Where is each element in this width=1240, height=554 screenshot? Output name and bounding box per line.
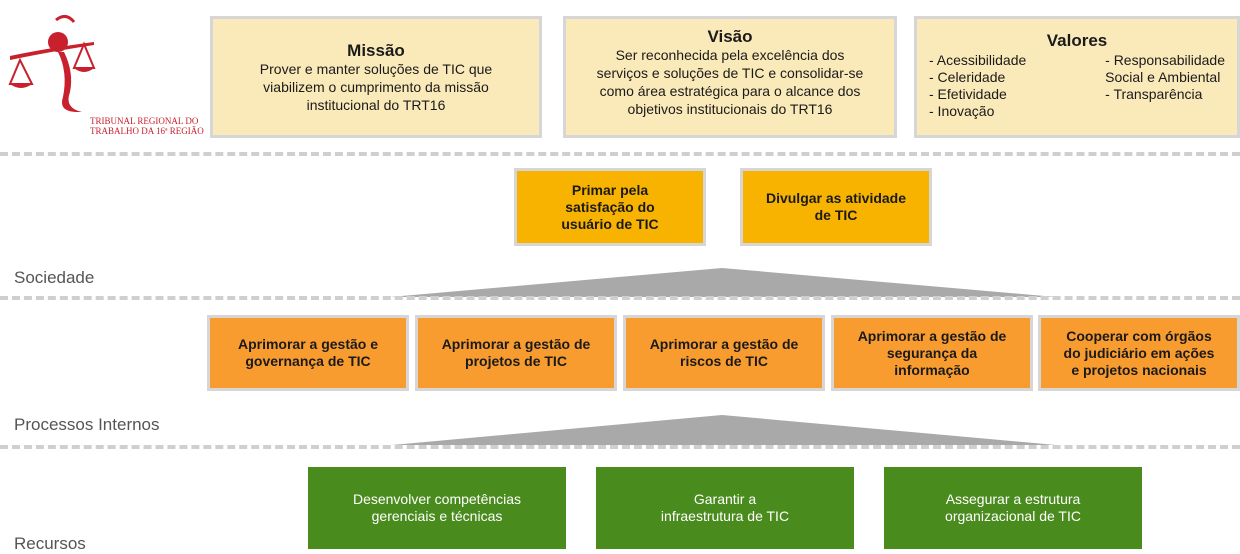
visao-title: Visão [707,27,753,46]
missao-title: Missão [347,41,405,60]
objective-line: riscos de TIC [680,353,768,369]
connector-wedge-processos [392,415,1056,445]
connector-wedge-sociedade [390,268,1056,297]
valor-item: - Efetividade [929,86,1007,102]
visao-line: como área estratégica para o alcance dos [599,83,861,99]
valores-title: Valores [1046,31,1108,50]
section-label-sociedade: Sociedade [14,268,95,287]
logo-text-line1: TRIBUNAL REGIONAL DO [90,116,199,126]
objective-line: Aprimorar a gestão de [441,336,591,352]
objective-governanca: Aprimorar a gestão e governança de TIC [207,315,409,391]
objective-cooperar: Cooperar com órgãos do judiciário em açõ… [1038,315,1240,391]
visao-box: Visão Ser reconhecida pela excelência do… [563,16,897,138]
objective-divulgar-atividades: Divulgar as atividade de TIC [740,168,932,246]
logo: TRIBUNAL REGIONAL DO TRABALHO DA 16ª REG… [8,12,208,142]
objective-line: do judiciário em ações [1063,344,1215,361]
divider-top [0,152,1240,156]
objective-line: Assegurar a estrutura [945,491,1081,507]
objective-line: Aprimorar a gestão de [857,327,1007,344]
visao-line: objetivos institucionais do TRT16 [627,101,833,117]
valor-item: - Celeridade [929,69,1006,85]
objective-line: satisfação do [565,198,655,215]
objective-riscos: Aprimorar a gestão de riscos de TIC [623,315,825,391]
objective-line: Cooperar com órgãos [1066,327,1212,344]
objective-primar-satisfacao: Primar pela satisfação do usuário de TIC [514,168,706,246]
valor-item: - Transparência [1105,86,1203,102]
visao-line: Ser reconhecida pela excelência dos [615,47,845,63]
objective-line: Garantir a [693,491,757,507]
missao-box: Missão Prover e manter soluções de TIC q… [210,16,542,138]
objective-line: Desenvolver competências [352,491,522,507]
section-label-processos-internos: Processos Internos [14,415,160,434]
objective-line: gerenciais e técnicas [371,508,503,524]
valor-item: Social e Ambiental [1105,69,1221,85]
objective-line: segurança da [886,344,978,361]
objective-estrutura-organizacional: Assegurar a estrutura organizacional de … [884,467,1142,549]
objective-line: Aprimorar a gestão e [237,336,379,352]
objective-line: Primar pela [571,181,649,198]
objective-seguranca: Aprimorar a gestão de segurança da infor… [831,315,1033,391]
objective-line: infraestrutura de TIC [660,508,790,524]
valor-item: - Responsabilidade [1105,52,1225,68]
objective-line: de TIC [814,207,858,223]
scales-of-justice-icon [8,15,96,112]
valores-box: Valores - Acessibilidade - Celeridade - … [914,16,1240,138]
objective-line: governança de TIC [245,353,371,369]
objective-infraestrutura: Garantir a infraestrutura de TIC [596,467,854,549]
divider-processos [0,445,1240,449]
visao-line: serviços e soluções de TIC e consolidar-… [596,65,864,81]
objective-line: projetos de TIC [465,353,567,369]
valores-column-1: - Acessibilidade - Celeridade - Efetivid… [929,52,1026,120]
objective-competencias: Desenvolver competências gerenciais e té… [308,467,566,549]
valor-item: - Acessibilidade [929,52,1027,68]
missao-line: institucional do TRT16 [306,97,446,113]
missao-line: Prover e manter soluções de TIC que [259,61,493,77]
objective-line: Divulgar as atividade [765,190,907,206]
objective-line: e projetos nacionais [1071,361,1207,378]
objective-projetos: Aprimorar a gestão de projetos de TIC [415,315,617,391]
objective-line: Aprimorar a gestão de [649,336,799,352]
divider-sociedade [0,296,1240,300]
objective-line: organizacional de TIC [945,508,1081,524]
section-label-recursos: Recursos [14,534,86,553]
valores-column-2: - Responsabilidade Social e Ambiental - … [1105,52,1225,120]
logo-text-line2: TRABALHO DA 16ª REGIÃO [90,126,204,136]
objective-line: usuário de TIC [561,215,659,232]
objective-line: informação [894,361,970,378]
missao-line: viabilizem o cumprimento da missão [263,79,489,95]
valor-item: - Inovação [929,103,995,119]
